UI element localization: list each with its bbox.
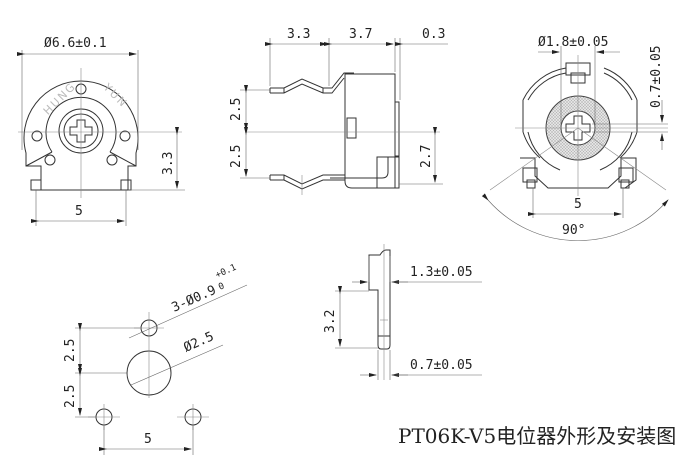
front-view: HUNG YUN Ø6.6±0.1 3.3 5 xyxy=(17,36,185,226)
rear-cross-slot-icon xyxy=(565,115,591,141)
drawing-title: PT06K-V5电位器外形及安装图 xyxy=(398,424,677,448)
side-view: 3.3 3.7 0.3 2.5 2.5 2.7 xyxy=(229,27,448,195)
dim-pcb-upper-pitch: 2.5 xyxy=(63,339,78,362)
tol-upper: +0.1 xyxy=(214,263,238,281)
dim-side-pin-height: 2.7 xyxy=(419,145,434,168)
dim-front-pin-spacing: 5 xyxy=(75,204,83,219)
dim-side-body-depth: 3.7 xyxy=(349,27,372,42)
pcb-layout: 3-Ø0.9 +0.1 0 Ø2.5 2.5 2.5 5 xyxy=(63,263,248,455)
cross-slot-icon xyxy=(69,119,93,143)
dim-pin-length: 3.2 xyxy=(323,310,338,333)
dim-center-hole: Ø2.5 xyxy=(182,329,217,355)
front-body-outline xyxy=(23,80,139,191)
dim-side-lower-pitch: 2.5 xyxy=(229,145,244,168)
dim-pin-width-tip: 0.7±0.05 xyxy=(410,358,473,373)
dim-side-lead-length: 3.3 xyxy=(287,27,310,42)
dim-rear-slot-width: 0.7±0.05 xyxy=(649,45,664,108)
rear-view: Ø1.8±0.05 0.7±0.05 5 90° xyxy=(481,35,669,241)
dim-front-height: 3.3 xyxy=(161,152,176,175)
dim-pin-width-top: 1.3±0.05 xyxy=(410,265,473,280)
pin-outline xyxy=(368,249,391,350)
dim-side-offset: 0.3 xyxy=(422,27,445,42)
pin-detail: 1.3±0.05 3.2 0.7±0.05 xyxy=(323,244,482,380)
dim-rear-rotation-angle: 90° xyxy=(562,223,585,238)
dim-pcb-lower-pitch: 2.5 xyxy=(63,385,78,408)
dim-pcb-spacing: 5 xyxy=(144,432,152,447)
dim-rear-pin-spacing: 5 xyxy=(574,197,582,212)
dim-small-holes: 3-Ø0.9 xyxy=(170,283,219,316)
dim-front-diameter: Ø6.6±0.1 xyxy=(44,36,107,51)
tol-lower: 0 xyxy=(217,281,226,292)
dim-side-upper-pitch: 2.5 xyxy=(229,98,244,121)
dim-rear-shaft-diameter: Ø1.8±0.05 xyxy=(538,35,608,50)
